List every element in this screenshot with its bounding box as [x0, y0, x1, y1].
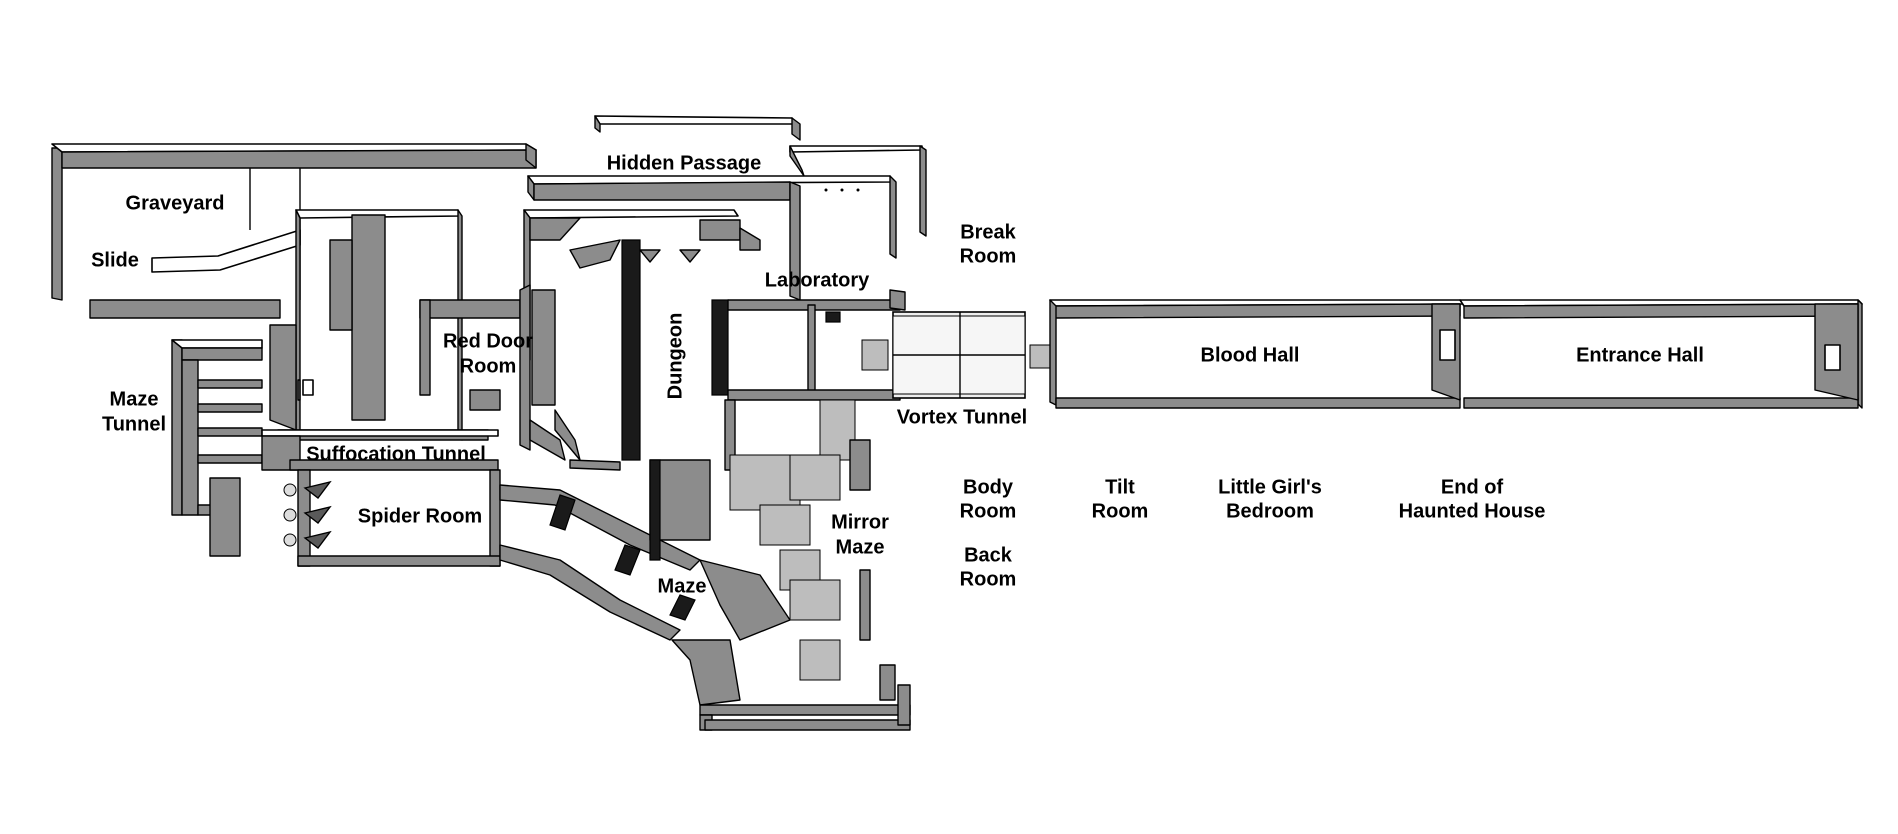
hidden-passage-area [527, 115, 927, 301]
label-red-door-room-2: Room [460, 355, 517, 377]
mirror-maze [649, 399, 896, 701]
label-body-room-2: Room [960, 500, 1017, 522]
label-end-of-haunted-house: End of [1441, 476, 1504, 498]
label-slide: Slide [91, 249, 139, 271]
blood-hall [1049, 299, 1465, 409]
label-tilt-room: Tilt [1105, 476, 1135, 498]
label-blood-hall: Blood Hall [1201, 344, 1300, 366]
label-red-door-room: Red Door [443, 330, 533, 352]
label-laboratory: Laboratory [765, 269, 870, 291]
label-back-room: Back [964, 544, 1013, 566]
label-break-room-2: Room [960, 245, 1017, 267]
label-maze-tunnel: Maze [110, 388, 159, 410]
label-suffocation-tunnel: Suffocation Tunnel [306, 443, 486, 465]
label-entrance-hall: Entrance Hall [1576, 344, 1704, 366]
dungeon-area [519, 209, 741, 471]
label-body-room: Body [963, 476, 1014, 498]
label-end-of-haunted-house-2: Haunted House [1399, 500, 1546, 522]
spider-webs [283, 480, 332, 549]
spider-room-area [209, 429, 501, 567]
label-break-room: Break [960, 221, 1016, 243]
label-little-girls-bedroom: Little Girl's [1218, 476, 1322, 498]
vortex-tunnel [861, 311, 1057, 399]
entrance-hall [1459, 299, 1863, 409]
room-labels: Graveyard Slide Hidden Passage Break Roo… [91, 152, 1704, 597]
red-door-block [269, 209, 521, 441]
label-vortex-tunnel: Vortex Tunnel [897, 406, 1027, 428]
label-little-girls-bedroom-2: Bedroom [1226, 500, 1314, 522]
label-mirror-maze: Mirror [831, 511, 889, 533]
label-mirror-maze-2: Maze [836, 536, 885, 558]
label-tilt-room-2: Room [1092, 500, 1149, 522]
label-maze: Maze [658, 575, 707, 597]
graveyard-area [51, 143, 537, 319]
label-spider-room: Spider Room [358, 505, 482, 527]
laboratory-area [724, 227, 906, 471]
label-hidden-passage: Hidden Passage [607, 152, 762, 174]
label-graveyard: Graveyard [126, 192, 225, 214]
label-maze-tunnel-2: Tunnel [102, 413, 166, 435]
label-dungeon: Dungeon [664, 313, 686, 400]
label-back-room-2: Room [960, 568, 1017, 590]
slide-shape [151, 229, 301, 273]
